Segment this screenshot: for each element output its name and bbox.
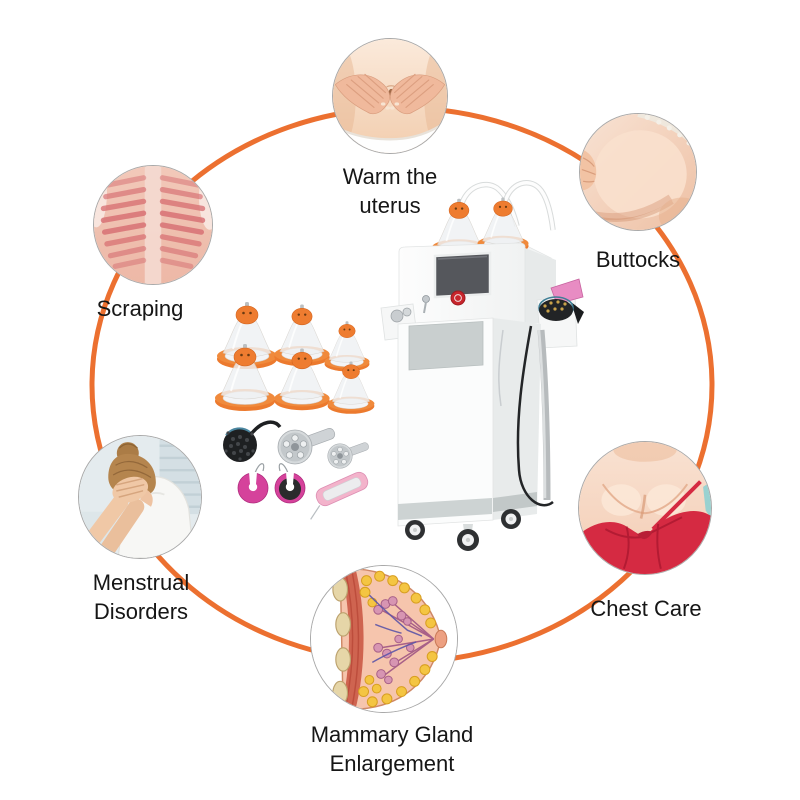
machine-and-accessories-illustration: [214, 180, 584, 551]
feature-label-warm-the-uterus: Warm the uterus: [343, 162, 438, 220]
feature-label-chest-care: Chest Care: [590, 594, 701, 623]
nipple-pad-pink-icon: [237, 463, 269, 504]
vibration-massage-head-icon: [223, 420, 282, 462]
touchscreen: [433, 251, 492, 299]
feature-label-menstrual-disorders: Menstrual Disorders: [93, 568, 190, 626]
woman-with-headache-photo: [78, 435, 202, 559]
label-line: Mammary Gland: [310, 722, 474, 747]
cabinet-gray-stripe: [398, 498, 492, 520]
label-line: uterus: [359, 193, 421, 218]
emergency-stop-button: [450, 290, 466, 306]
breast-suction-cups-set: [214, 301, 376, 415]
key-switch: [422, 295, 430, 314]
pink-strap-pad-icon: [310, 471, 369, 520]
label-line: Buttocks: [595, 247, 681, 272]
cup-tubes: [458, 180, 556, 231]
label-line: Menstrual: [92, 570, 190, 595]
vacuum-therapy-machine: [380, 180, 584, 551]
label-line: Chest Care: [590, 596, 702, 621]
label-line: Disorders: [93, 599, 189, 624]
hands-heart-on-belly-photo: [332, 38, 448, 154]
buttocks-photo: [579, 113, 697, 231]
chest-in-red-bra-photo: [578, 441, 712, 575]
nipple-pad-black-icon: [274, 463, 306, 504]
rf-probe-small-icon: [327, 442, 369, 469]
feature-label-buttocks: Buttocks: [596, 245, 680, 274]
machine-cables: [498, 325, 554, 507]
accessories-set: [214, 301, 376, 520]
label-line: Scraping: [96, 296, 184, 321]
feature-label-mammary-gland: Mammary Gland Enlargement: [311, 720, 474, 778]
label-line: Enlargement: [329, 751, 455, 776]
rf-probe-large-icon: [277, 428, 336, 465]
feature-label-scraping: Scraping: [97, 294, 184, 323]
label-line: Warm the: [342, 164, 438, 189]
mammary-gland-anatomy-diagram: [310, 565, 458, 713]
caster-wheels: [405, 509, 521, 551]
scraped-back-photo: [93, 165, 213, 285]
cabinet-recessed-panel: [408, 321, 484, 371]
